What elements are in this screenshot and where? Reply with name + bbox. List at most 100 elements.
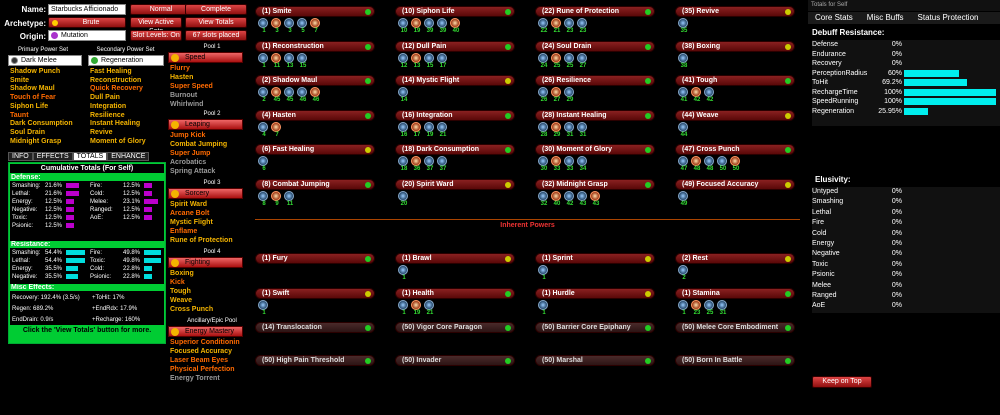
power-slot[interactable]: (1) Swift: [255, 288, 375, 299]
power-slot[interactable]: (28) Instant Healing: [535, 109, 655, 121]
enhancement-icon[interactable]: 35: [678, 18, 688, 34]
pool-select[interactable]: Speed: [168, 52, 243, 63]
enhancement-icon[interactable]: 2: [258, 87, 268, 103]
view-totals-button[interactable]: View Totals: [185, 17, 247, 28]
enhancement-icon[interactable]: 40: [450, 18, 460, 34]
origin-select[interactable]: Mutation: [48, 30, 126, 41]
enhancement-icon[interactable]: 27: [551, 87, 561, 103]
pool-power-item[interactable]: Weave: [170, 297, 193, 304]
pool-select[interactable]: Leaping: [168, 119, 243, 130]
pool-power-item[interactable]: Whirlwind: [170, 101, 204, 108]
tab-status-protection[interactable]: Status Protection: [917, 13, 979, 22]
enhancement-icon[interactable]: 45: [271, 87, 281, 103]
power-list-item[interactable]: Soul Drain: [10, 128, 46, 136]
pool-power-item[interactable]: Combat Jumping: [170, 141, 228, 148]
enhancement-icon[interactable]: 50: [717, 156, 727, 172]
enhancement-icon[interactable]: 7: [310, 18, 320, 34]
enhancement-icon[interactable]: 27: [577, 52, 587, 69]
pool-power-item[interactable]: Jump Kick: [170, 132, 206, 139]
power-list-item[interactable]: Midnight Grasp: [10, 137, 62, 145]
enhancement-icon[interactable]: 6: [258, 156, 268, 172]
power-list-item[interactable]: Instant Healing: [90, 120, 141, 128]
pool-power-item[interactable]: Laser Beam Eyes: [170, 357, 228, 364]
enhancement-icon[interactable]: 34: [577, 156, 587, 172]
enhancement-icon[interactable]: 2: [678, 265, 688, 281]
enhancement-icon[interactable]: 1: [258, 300, 268, 316]
enhancement-icon[interactable]: 23: [691, 300, 701, 316]
power-slot[interactable]: (1) Smite: [255, 6, 375, 17]
tab-effects[interactable]: EFFECTS: [32, 152, 73, 161]
enhancement-icon[interactable]: 19: [411, 300, 421, 316]
enhancement-icon[interactable]: 29: [551, 121, 561, 138]
power-slot[interactable]: (24) Soul Drain: [535, 40, 655, 52]
pool-power-item[interactable]: Cross Punch: [170, 306, 214, 313]
power-slot[interactable]: (16) Integration: [395, 109, 515, 121]
power-slot[interactable]: (47) Cross Punch: [675, 144, 795, 155]
enhancement-icon[interactable]: 17: [411, 121, 421, 138]
enhancement-icon[interactable]: 21: [551, 18, 561, 34]
complete-button[interactable]: Complete: [185, 4, 247, 15]
enhancement-icon[interactable]: 44: [678, 121, 688, 138]
enhancement-icon[interactable]: 37: [424, 156, 434, 172]
enhancement-icon[interactable]: 3: [271, 18, 281, 34]
enhancement-icon[interactable]: 43: [577, 190, 587, 207]
enhancement-icon[interactable]: 18: [398, 156, 408, 172]
enhancement-icon[interactable]: 31: [564, 121, 574, 138]
power-slot[interactable]: (1) Brawl: [395, 253, 515, 264]
enhancement-icon[interactable]: 8: [258, 190, 268, 207]
enhancement-icon[interactable]: 5: [297, 18, 307, 34]
power-slot[interactable]: (26) Resilience: [535, 75, 655, 86]
power-list-item[interactable]: Shadow Maul: [10, 85, 55, 93]
power-slot[interactable]: (8) Combat Jumping: [255, 178, 375, 190]
power-slot[interactable]: (32) Midnight Grasp: [535, 178, 655, 190]
power-list-item[interactable]: Reconstruction: [90, 76, 142, 84]
power-slot[interactable]: (18) Dark Consumption: [395, 144, 515, 155]
tab-enhance[interactable]: ENHANCE: [107, 152, 150, 161]
pool-power-item[interactable]: Arcane Bolt: [170, 210, 210, 217]
enhancement-icon[interactable]: 39: [437, 18, 447, 34]
enhancement-icon[interactable]: 1: [538, 300, 548, 316]
enhancement-icon[interactable]: 25: [704, 300, 714, 316]
pool-select[interactable]: Energy Mastery: [168, 326, 243, 337]
power-list-item[interactable]: Revive: [90, 128, 113, 136]
enhancement-icon[interactable]: 21: [424, 300, 434, 316]
enhancement-icon[interactable]: 14: [398, 87, 408, 103]
enhancement-icon[interactable]: 17: [437, 52, 447, 69]
power-slot[interactable]: (35) Revive: [675, 6, 795, 17]
enhancement-icon[interactable]: 4: [258, 121, 268, 138]
power-slot[interactable]: (1) Sprint: [535, 253, 655, 264]
enhancement-icon[interactable]: 23: [564, 18, 574, 34]
power-slot[interactable]: (41) Tough: [675, 75, 795, 86]
pool-power-item[interactable]: Mystic Flight: [170, 219, 213, 226]
enhancement-icon[interactable]: 15: [297, 52, 307, 69]
enhancement-icon[interactable]: 30: [538, 156, 548, 172]
primary-set-select[interactable]: Dark Melee: [8, 55, 82, 66]
power-list-item[interactable]: Resilience: [90, 111, 125, 119]
enhancement-icon[interactable]: 29: [564, 87, 574, 103]
pool-power-item[interactable]: Super Speed: [170, 83, 213, 90]
enhancement-icon[interactable]: 26: [538, 87, 548, 103]
enhancement-icon[interactable]: 46: [310, 87, 320, 103]
power-slot[interactable]: (50) Barrier Core Epiphany: [535, 322, 655, 333]
enhancement-icon[interactable]: 41: [678, 87, 688, 103]
enhancement-icon[interactable]: 3: [284, 18, 294, 34]
power-list-item[interactable]: Quick Recovery: [90, 85, 143, 93]
enhancement-icon[interactable]: 45: [284, 87, 294, 103]
pool-power-item[interactable]: Super Jump: [170, 150, 211, 157]
enhancement-icon[interactable]: 10: [398, 18, 408, 34]
power-slot[interactable]: (44) Weave: [675, 109, 795, 121]
power-slot[interactable]: (30) Moment of Glory: [535, 144, 655, 155]
pool-power-item[interactable]: Enflame: [170, 228, 198, 235]
enhancement-icon[interactable]: 47: [678, 156, 688, 172]
power-slot[interactable]: (50) Vigor Core Paragon: [395, 322, 515, 333]
enhancement-icon[interactable]: 24: [538, 52, 548, 69]
power-slot[interactable]: (14) Translocation: [255, 322, 375, 333]
pool-select[interactable]: Sorcery: [168, 188, 243, 199]
pool-power-item[interactable]: Flurry: [170, 65, 190, 72]
power-slot[interactable]: (38) Boxing: [675, 40, 795, 52]
keep-on-top-button[interactable]: Keep on Top: [812, 376, 872, 388]
power-slot[interactable]: (1) Stamina: [675, 288, 795, 299]
pool-power-item[interactable]: Energy Torrent: [170, 375, 220, 382]
power-slot[interactable]: (2) Shadow Maul: [255, 75, 375, 86]
enhancement-icon[interactable]: 1: [398, 265, 408, 281]
